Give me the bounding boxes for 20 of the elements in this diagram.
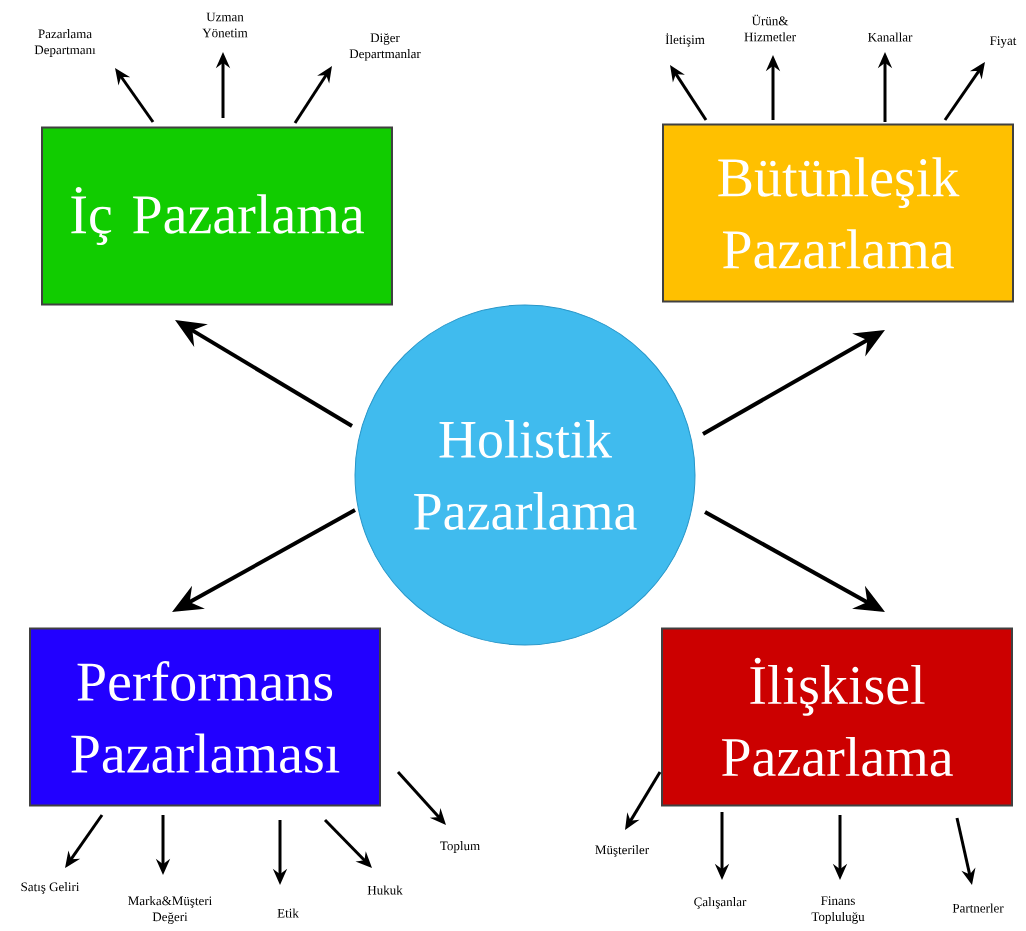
node-label: Ürün& Hizmetler: [744, 14, 796, 42]
node-label: İletişim: [665, 33, 705, 47]
node-label: Hukuk: [367, 885, 403, 895]
node-label: Marka&Müşteri Değeri: [128, 896, 212, 924]
node-label: Satış Geliri: [21, 882, 80, 894]
node-label: Finans Topluluğu: [811, 896, 865, 924]
node-label: Diğer Departmanlar: [349, 33, 421, 61]
node-label: Etik: [277, 908, 299, 918]
node-label: Uzman Yönetim: [202, 12, 248, 38]
node-label: Kanallar: [868, 32, 913, 42]
node-label: Toplum: [440, 841, 480, 853]
node-label: Partnerler: [952, 903, 1004, 913]
process-box: İç Pazarlama: [41, 126, 393, 306]
process-box: Performans Pazarlaması: [29, 627, 381, 807]
node-label: Pazarlama Departmanı: [34, 29, 96, 57]
node-label: Çalışanlar: [694, 897, 747, 909]
node-label: Müşteriler: [595, 845, 649, 857]
node-label: Fiyat: [990, 36, 1017, 48]
process-box: Bütünleşik Pazarlama: [662, 123, 1014, 303]
process-box: İlişkisel Pazarlama: [661, 627, 1013, 807]
